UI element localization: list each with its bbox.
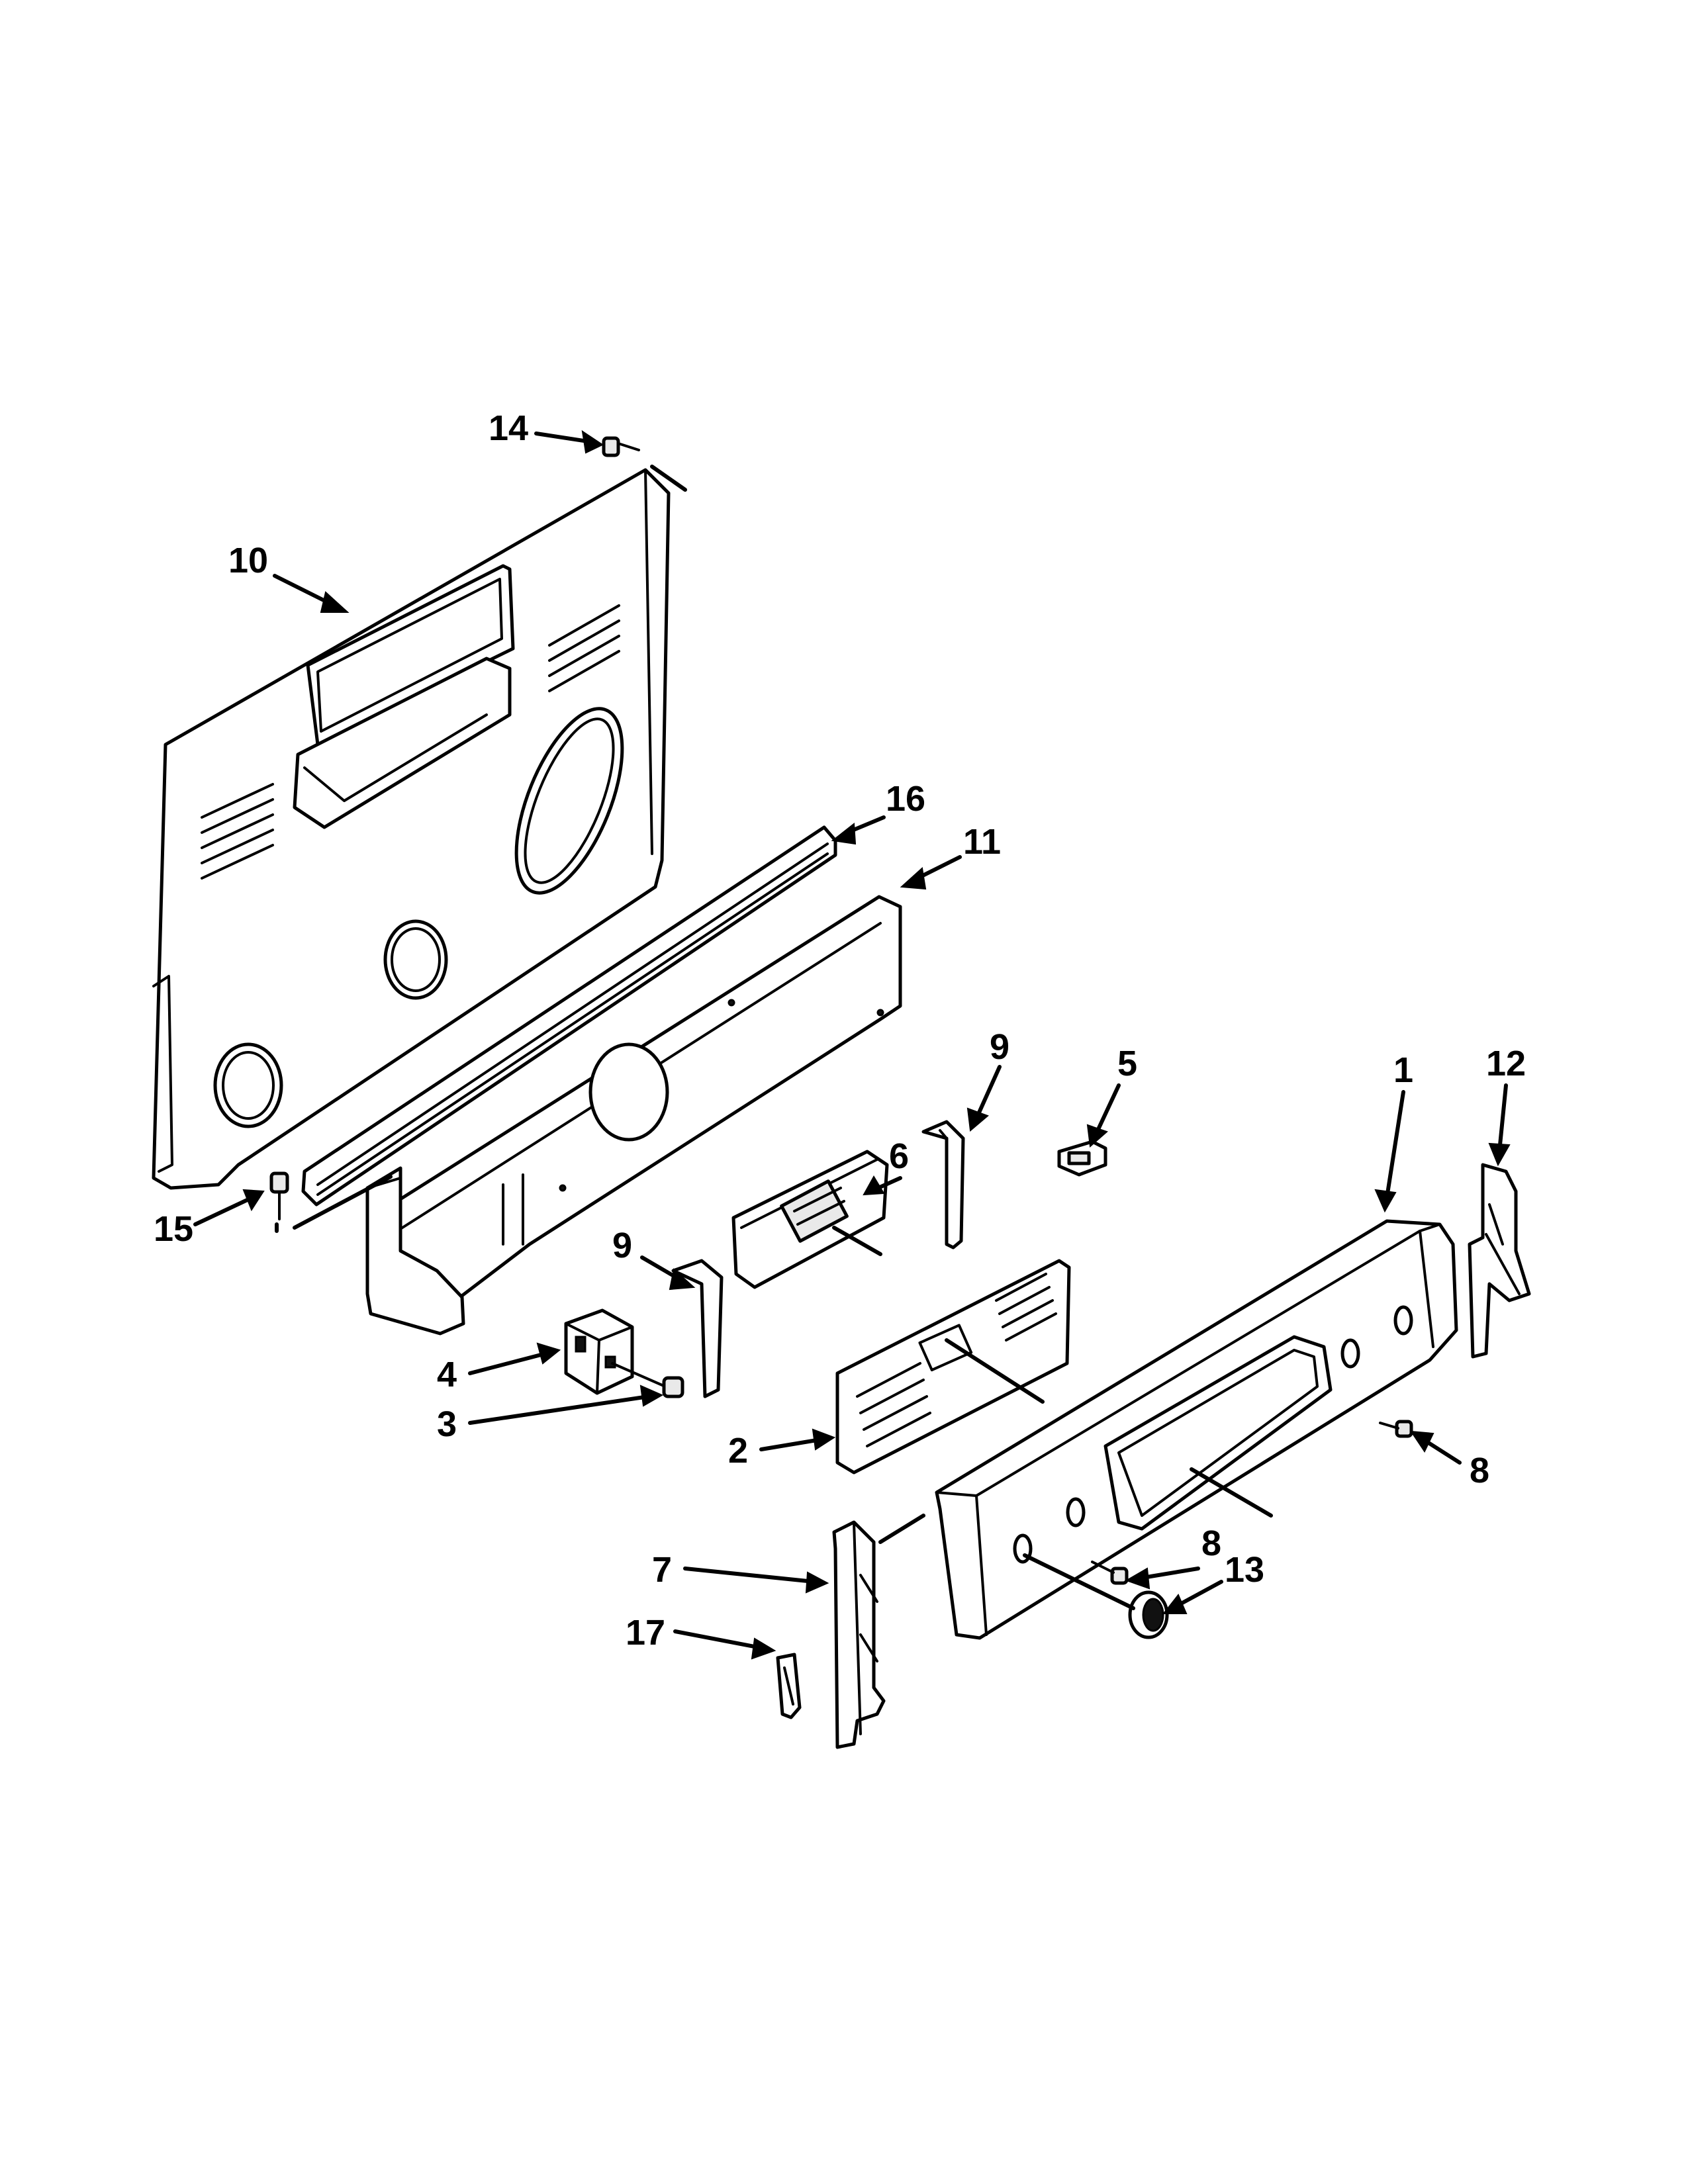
callout-16: 16: [886, 779, 925, 819]
callout-10: 10: [228, 541, 268, 580]
callout-8-lower: 8: [1201, 1524, 1221, 1563]
part-8-screw-lower: [1091, 1561, 1129, 1585]
callout-9-upper: 9: [990, 1027, 1009, 1067]
part-14-screw: [602, 436, 687, 492]
part-9-upper-bracket: [921, 1120, 965, 1250]
callout-13: 13: [1225, 1550, 1264, 1590]
callout-6: 6: [889, 1136, 909, 1176]
callout-12: 12: [1486, 1044, 1526, 1083]
callout-5: 5: [1117, 1044, 1137, 1083]
part-12-end-bracket: [1468, 1163, 1531, 1359]
callout-7: 7: [652, 1550, 672, 1590]
part-1-control-panel: [935, 1219, 1458, 1640]
callout-11: 11: [963, 822, 1001, 862]
part-2-keypad-overlay: [835, 1259, 1071, 1475]
part-9-lower-bracket: [671, 1259, 724, 1398]
callout-4: 4: [437, 1355, 457, 1394]
callout-15: 15: [154, 1209, 193, 1249]
callout-2: 2: [728, 1431, 748, 1471]
leader-lines: [193, 430, 1511, 1660]
part-8-screw-right: [1379, 1420, 1413, 1438]
part-3-shaft: [611, 1362, 684, 1398]
part-16-strip: [301, 825, 837, 1206]
callout-9-lower: 9: [612, 1226, 632, 1265]
callout-labels: 14 10 16 11 15 6 9 5 12 1 9 4 3 2 8 8 13…: [154, 408, 1526, 1653]
part-15-screw: [269, 1171, 289, 1233]
part-13-knob: [1128, 1590, 1169, 1639]
callout-1: 1: [1393, 1050, 1413, 1090]
part-11-bracket: [365, 895, 902, 1336]
callout-17: 17: [626, 1613, 665, 1653]
part-6-control-board: [731, 1150, 889, 1289]
part-4-switch: [564, 1308, 634, 1395]
callout-14: 14: [489, 408, 528, 448]
callout-3: 3: [437, 1404, 457, 1444]
callout-8-right: 8: [1470, 1451, 1489, 1490]
part-5-switch: [1057, 1140, 1107, 1177]
part-7-end-bracket: [832, 1520, 886, 1749]
part-10-back-panel: [152, 468, 671, 1190]
part-17-clip: [776, 1653, 802, 1719]
